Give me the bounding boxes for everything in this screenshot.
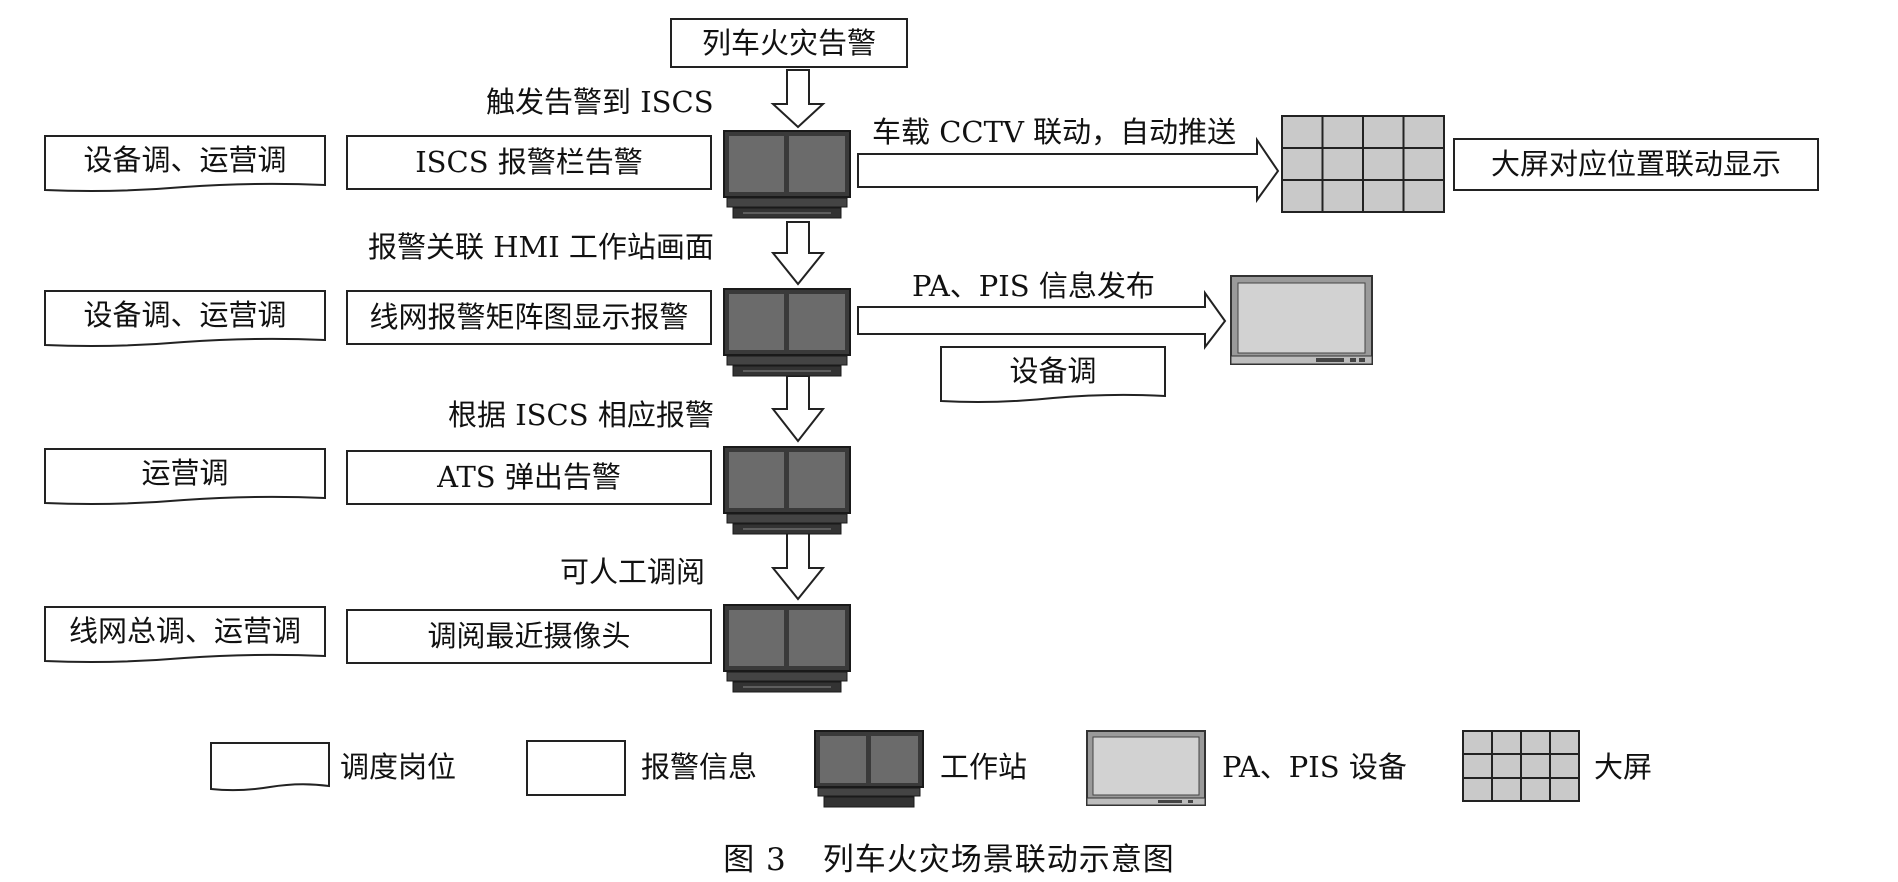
role-label-2: 设备调、运营调 <box>83 298 287 332</box>
flow-arrow-2 <box>770 221 826 286</box>
role-box-4: 线网总调、运营调 <box>44 606 326 664</box>
top-event-label: 列车火灾告警 <box>701 25 876 60</box>
role-label-1: 设备调、运营调 <box>83 143 287 177</box>
arrow-label-2: 报警关联 HMI 工作站画面 <box>368 230 714 264</box>
document-shape <box>44 290 326 347</box>
document-shape <box>940 346 1166 403</box>
legend-label-alarm: 报警信息 <box>641 750 758 784</box>
legend-document-shape <box>210 742 330 792</box>
monitor-icon <box>1230 275 1373 365</box>
role-box-3: 运营调 <box>44 448 326 506</box>
legend-label-role: 调度岗位 <box>340 750 457 784</box>
legend-rectangle <box>526 740 626 796</box>
side-target-label: 大屏对应位置联动显示 <box>1490 147 1781 181</box>
figure-number: 图 3 <box>723 842 787 878</box>
flow-arrow-3 <box>770 375 826 443</box>
alarm-label-3: ATS 弹出告警 <box>437 460 621 494</box>
workstation-icon <box>723 446 851 535</box>
arrow-label-1: 触发告警到 ISCS <box>486 85 714 119</box>
document-shape <box>44 135 326 192</box>
role-label-3: 运营调 <box>141 456 229 490</box>
legend-video-wall-icon <box>1462 730 1580 802</box>
alarm-label-4: 调阅最近摄像头 <box>427 619 631 653</box>
side-target-box: 大屏对应位置联动显示 <box>1453 138 1819 191</box>
document-shape <box>44 606 326 663</box>
role-box-side: 设备调 <box>940 346 1166 404</box>
legend-label-video-wall: 大屏 <box>1594 750 1653 784</box>
flow-arrow-4 <box>770 532 826 601</box>
legend-workstation-icon <box>814 730 924 808</box>
alarm-box-3: ATS 弹出告警 <box>346 450 712 505</box>
alarm-label-1: ISCS 报警栏告警 <box>415 145 643 179</box>
side-label-cctv: 车载 CCTV 联动，自动推送 <box>872 115 1237 149</box>
legend-label-pa-pis: PA、PIS 设备 <box>1222 750 1407 784</box>
workstation-icon <box>723 604 851 693</box>
arrow-label-3: 根据 ISCS 相应报警 <box>448 398 714 432</box>
side-arrow-cctv <box>857 136 1280 204</box>
role-label-side: 设备调 <box>1009 354 1097 388</box>
side-label-pis: PA、PIS 信息发布 <box>912 269 1155 303</box>
flow-arrow-1 <box>770 69 826 129</box>
top-event-box: 列车火灾告警 <box>670 18 908 68</box>
legend-label-workstation: 工作站 <box>940 750 1028 784</box>
document-shape <box>44 448 326 505</box>
figure-title: 列车火灾场景联动示意图 <box>822 842 1175 878</box>
role-box-1: 设备调、运营调 <box>44 135 326 193</box>
workstation-icon <box>723 288 851 377</box>
side-arrow-pis <box>857 289 1227 350</box>
video-wall-icon <box>1281 115 1445 213</box>
legend-monitor-icon <box>1086 730 1206 806</box>
alarm-box-4: 调阅最近摄像头 <box>346 609 712 664</box>
role-box-2: 设备调、运营调 <box>44 290 326 348</box>
alarm-label-2: 线网报警矩阵图显示报警 <box>369 300 689 334</box>
figure-caption: 图 3 列车火灾场景联动示意图 <box>0 834 1898 879</box>
workstation-icon <box>723 130 851 219</box>
arrow-label-4: 可人工调阅 <box>560 555 706 589</box>
alarm-box-2: 线网报警矩阵图显示报警 <box>346 290 712 345</box>
role-label-4: 线网总调、运营调 <box>68 614 301 648</box>
alarm-box-1: ISCS 报警栏告警 <box>346 135 712 190</box>
